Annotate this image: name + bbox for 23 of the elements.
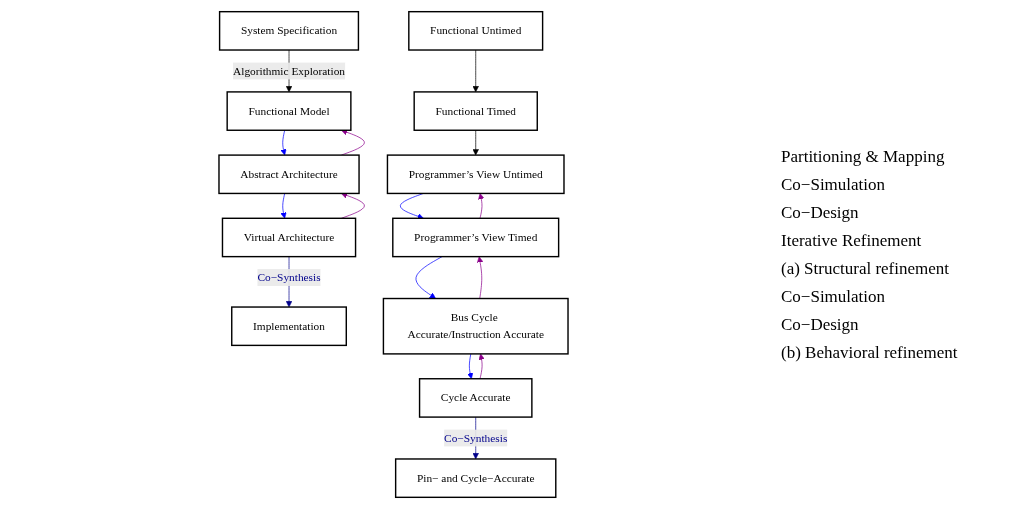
edge-label: Algorithmic Exploration (233, 64, 346, 77)
edge-label: Co−Synthesis (444, 431, 508, 444)
node-box: Bus Cycle Accurate/Instruction Accurate (382, 297, 569, 355)
edge-label: Co−Synthesis (257, 271, 321, 284)
node-box: Functional Untimed (408, 10, 544, 51)
note-text: Iterative Refinement (781, 230, 923, 251)
node-box: Abstract Architecture (218, 154, 360, 195)
node-box: Functional Timed (413, 91, 538, 131)
note-text: (b) Behavioral refinement (781, 342, 959, 363)
note-text: Partitioning & Mapping (781, 146, 946, 167)
node-box: Cycle Accurate (418, 378, 533, 418)
node-box: Pin− and Cycle−Accurate (394, 458, 557, 499)
node-box: System Specification (218, 10, 360, 51)
node-box: Programmer’s View Timed (392, 217, 560, 258)
node-box: Functional Model (226, 91, 352, 131)
node-box: Programmer’s View Untimed (386, 154, 565, 195)
node-box: Implementation (231, 306, 347, 347)
note-text: Co−Design (781, 202, 860, 223)
note-text: Co−Simulation (781, 286, 887, 307)
note-text: Co−Simulation (781, 174, 887, 195)
note-text: (a) Structural refinement (781, 258, 951, 279)
node-box: Virtual Architecture (221, 217, 357, 258)
note-text: Co−Design (781, 314, 860, 335)
